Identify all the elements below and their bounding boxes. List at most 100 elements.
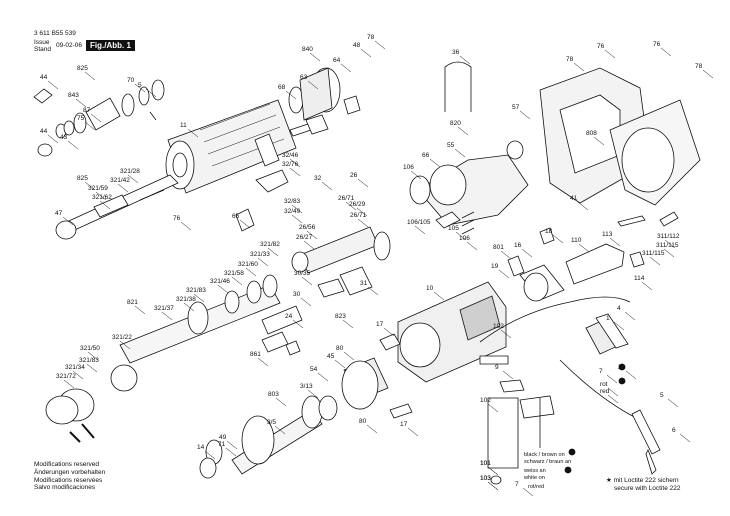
part-shape: [461, 211, 475, 235]
part-shape: [199, 457, 217, 479]
leader-line: [552, 234, 564, 244]
leader-line: [357, 218, 369, 228]
part-number-label: 321/28: [120, 168, 140, 175]
part-number-label: 32/46: [282, 152, 299, 159]
part-shape: [523, 272, 549, 302]
leader-line: [342, 319, 354, 329]
part-shape: [490, 475, 502, 485]
part-number-label: 63: [300, 74, 308, 81]
part-number-label: 808: [586, 130, 597, 137]
part-shape: [45, 395, 79, 425]
part-shape: [339, 266, 373, 296]
part-number-label: 321/42: [110, 177, 130, 184]
leader-line: [573, 62, 585, 72]
callout-black-brown: black / brown on: [524, 452, 565, 458]
part-number-label: 26/29: [349, 201, 366, 208]
leader-line: [72, 370, 84, 380]
loctite-text-1: mit Loctite 222 sichern: [613, 477, 679, 484]
part-number-label: 30/35: [294, 270, 311, 277]
callout-weiss: weiss an: [523, 468, 546, 474]
leader-line: [366, 424, 378, 434]
part-shape: [479, 355, 509, 365]
leader-line: [303, 240, 315, 250]
leader-line: [86, 363, 98, 373]
marker-1-upper: 1: [620, 378, 624, 385]
part-number-label: 114: [634, 275, 645, 282]
leader-line: [367, 286, 379, 296]
part-number-label: 9: [495, 364, 499, 371]
leader-line: [500, 250, 512, 260]
leader-line: [309, 52, 321, 62]
leader-line: [667, 398, 679, 408]
leader-line: [291, 214, 303, 224]
part-shape: [487, 397, 519, 469]
part-number-label: 31: [360, 280, 368, 287]
part-number-label: 45: [327, 353, 335, 360]
leader-line: [607, 394, 619, 404]
leader-line: [410, 170, 422, 180]
part-shape: [318, 395, 338, 421]
leader-line: [231, 276, 243, 286]
leader-line: [500, 329, 512, 339]
leader-line: [307, 80, 319, 90]
part-number-label: 26/71: [338, 195, 355, 202]
part-number-label: 87: [83, 107, 91, 114]
issue-date: 09-02-06: [56, 42, 83, 49]
part-number-label: 75: [77, 115, 85, 122]
part-shape: [69, 423, 95, 443]
callout-white: white on: [523, 475, 545, 481]
part-number-label: 321/38: [176, 296, 196, 303]
part-number-label: 76: [653, 41, 661, 48]
part-shape: [373, 231, 391, 261]
leader-line: [187, 128, 199, 138]
part-shape: [341, 360, 379, 410]
part-number-label: 44: [40, 74, 48, 81]
leader-line: [356, 207, 368, 217]
part-shape: [85, 97, 121, 131]
leader-line: [62, 216, 74, 226]
part-number-label: 47: [55, 210, 63, 217]
leader-line: [63, 379, 75, 389]
part-number-label: 321/60: [238, 261, 258, 268]
leader-line: [593, 136, 605, 146]
part-number-label: 311/115: [642, 250, 665, 257]
marker-1: 1: [566, 467, 570, 474]
leader-line: [239, 219, 251, 229]
part-shape: [199, 103, 285, 167]
part-shape: [507, 255, 525, 277]
leader-line: [84, 181, 96, 191]
leader-line: [521, 248, 533, 258]
leader-line: [454, 148, 466, 158]
leader-line: [604, 49, 616, 59]
part-drawings: [33, 61, 701, 485]
leader-line: [84, 121, 96, 131]
leader-line: [289, 158, 301, 168]
part-shape: [121, 93, 135, 117]
part-shape: [659, 211, 679, 227]
leader-line: [300, 297, 312, 307]
loctite-line-2: secure with Loctite 222: [614, 484, 681, 492]
part-number-label: 803: [268, 391, 279, 398]
part-shape: [261, 305, 303, 335]
leader-line: [183, 302, 195, 312]
part-number-label: 102: [480, 397, 491, 404]
part-number-label: 66: [422, 152, 430, 159]
part-shape: [444, 61, 472, 112]
part-number-label: 54: [310, 366, 318, 373]
part-number-label: 321/33: [250, 251, 270, 258]
callout-rot-red: rot/red: [528, 484, 544, 490]
leader-line: [292, 319, 304, 329]
leader-line: [660, 47, 672, 57]
part-number-label: 840: [302, 46, 313, 53]
leader-line: [609, 237, 621, 247]
part-shape: [110, 364, 138, 392]
loctite-line-1: ★ mit Loctite 222 sichern: [606, 477, 679, 484]
part-number-label: 113: [602, 231, 613, 238]
part-number-label: 825: [77, 175, 88, 182]
part-number-label: 32: [314, 175, 322, 182]
part-number-label: 80: [336, 345, 344, 352]
part-shape: [254, 133, 280, 167]
part-number-label: 311/112: [657, 233, 680, 240]
leader-line: [193, 293, 205, 303]
